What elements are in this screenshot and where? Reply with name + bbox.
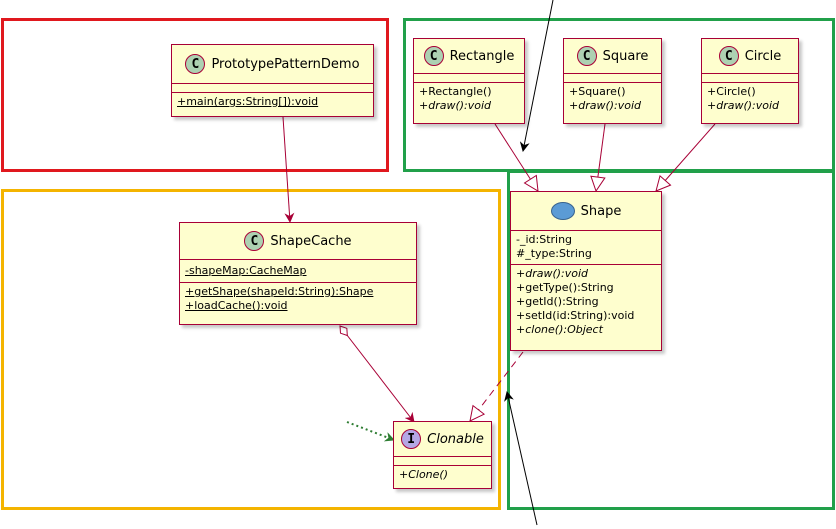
interface-name: Clonable [427, 431, 484, 447]
method-draw: +draw():void [419, 99, 492, 112]
annotation-arrow-top [519, 0, 554, 152]
rectangle-to-shape-inheritance [494, 123, 538, 191]
class-stereotype-icon: C [423, 46, 444, 66]
field-id: -_id:String [516, 233, 573, 246]
method-clone: +clone():Object [516, 323, 603, 336]
shape-to-clonable-realization [470, 351, 524, 421]
red-region [1, 18, 389, 172]
class-stereotype-icon: C [718, 46, 739, 66]
interface-clonable[interactable]: I Clonable +Clone() [393, 421, 492, 489]
method-constructor: +Circle() [707, 85, 756, 98]
class-name: Rectangle [449, 48, 515, 64]
class-stereotype-icon: C [576, 46, 597, 66]
circle-to-shape-inheritance [656, 123, 716, 191]
method-getid: +getId():String [516, 295, 599, 308]
green-region-bottom [507, 170, 835, 510]
demo-to-shapecache-arrow [282, 116, 295, 223]
shape-circle-icon [550, 202, 575, 220]
class-shape[interactable]: Shape -_id:String #_type:String +draw():… [510, 191, 662, 351]
field-type: #_type:String [516, 247, 592, 260]
class-rectangle[interactable]: C Rectangle +Rectangle() +draw():void [413, 38, 525, 124]
method-main: +main(args:String[]):void [177, 95, 319, 108]
class-name: ShapeCache [270, 233, 352, 249]
interface-stereotype-icon: I [401, 429, 422, 449]
field-shapemap: -shapeMap:CacheMap [185, 264, 307, 277]
method-loadcache: +loadCache():void [185, 299, 288, 312]
class-square[interactable]: C Square +Square() +draw():void [563, 38, 662, 124]
class-name: PrototypePatternDemo [211, 56, 360, 72]
square-to-shape-inheritance [596, 123, 605, 191]
method-constructor: +Square() [569, 85, 626, 98]
method-setid: +setId(id:String):void [516, 309, 635, 322]
class-name: Circle [744, 48, 782, 64]
class-stereotype-icon: C [244, 231, 265, 251]
method-gettype: +getType():String [516, 281, 614, 294]
green-dotted-arrow [346, 421, 395, 442]
class-stereotype-icon: C [185, 54, 206, 74]
method-clone: +Clone() [399, 468, 449, 481]
yellow-region [1, 189, 501, 510]
class-prototypepatterndemo[interactable]: C PrototypePatternDemo +main(args:String… [171, 44, 374, 117]
shapecache-to-clonable-aggregation [339, 325, 415, 423]
method-draw: +draw():void [707, 99, 780, 112]
method-getshape: +getShape(shapeId:String):Shape [185, 285, 374, 298]
class-name: Square [602, 48, 649, 64]
annotation-arrow-bottom [504, 391, 538, 526]
class-shapecache[interactable]: C ShapeCache -shapeMap:CacheMap +getShap… [179, 222, 417, 325]
class-circle[interactable]: C Circle +Circle() +draw():void [701, 38, 799, 124]
method-draw: +draw():void [569, 99, 642, 112]
method-constructor: +Rectangle() [419, 85, 492, 98]
class-name: Shape [580, 203, 622, 219]
method-draw: +draw():void [516, 267, 589, 280]
